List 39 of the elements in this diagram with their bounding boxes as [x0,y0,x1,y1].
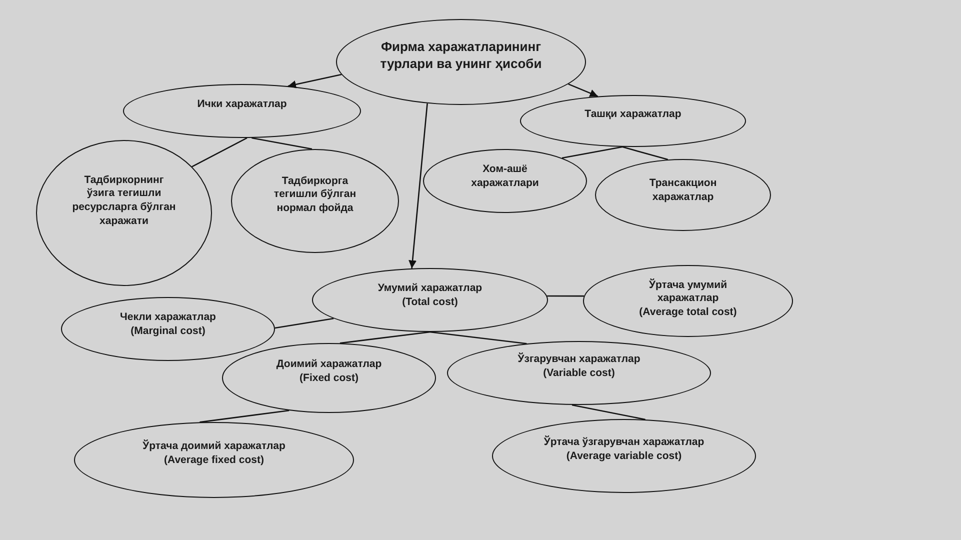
node-label: Хом-ашё харажатлари [471,163,539,191]
node-label: Доимий харажатлар (Fixed cost) [276,358,382,386]
node-label: Ўртача доимий харажатлар (Average fixed cost) [142,440,286,468]
ellipse-node [447,341,711,405]
ellipse-node [423,149,587,213]
node-label: Ўртача ўзгарувчан харажатлар (Average variable cost) [544,436,704,464]
arrow [288,74,342,88]
ellipse-node [595,159,771,231]
node-label: Чекли харажатлар (Marginal cost) [120,311,216,339]
connector-line [274,318,334,329]
ellipse-node [492,419,756,493]
node-label: Фирма харажатларининг турлари ва унинг ҳисоби [380,39,542,73]
arrow [408,103,428,268]
connector-line [192,137,248,168]
node-label: Умумий харажатлар (Total cost) [378,282,482,310]
ellipse-node [74,422,354,498]
ellipse-node [583,265,793,337]
connector-line [340,331,430,344]
ellipse-node [61,297,275,361]
ellipse-node [222,343,436,413]
ellipse-node [312,268,548,332]
connector-line [547,295,584,297]
node-label: Ўзгарувчан харажатлар (Variable cost) [518,353,640,381]
connector-line [562,146,623,159]
node-label: Тадбиркорнинг ўзига тегишли ресурсларга бўлган харажати [72,174,176,228]
node-label: Ўртача умумий харажатлар (Average total cost) [639,278,737,320]
ellipse-node [123,84,361,138]
ellipse-node [520,95,746,147]
ellipse-node [336,19,586,105]
arrow [568,83,598,97]
connector-line [430,331,527,344]
connector-line [200,410,290,423]
ellipse-node [36,140,212,286]
node-label: Ички харажатлар [197,98,287,112]
node-label: Тадбиркорга тегишли бўлган нормал фойда [274,174,356,216]
connector-line [622,146,668,160]
node-label: Трансакцион харажатлар [649,177,717,205]
node-label: Ташқи харажатлар [584,108,682,122]
ellipse-node [231,149,399,253]
